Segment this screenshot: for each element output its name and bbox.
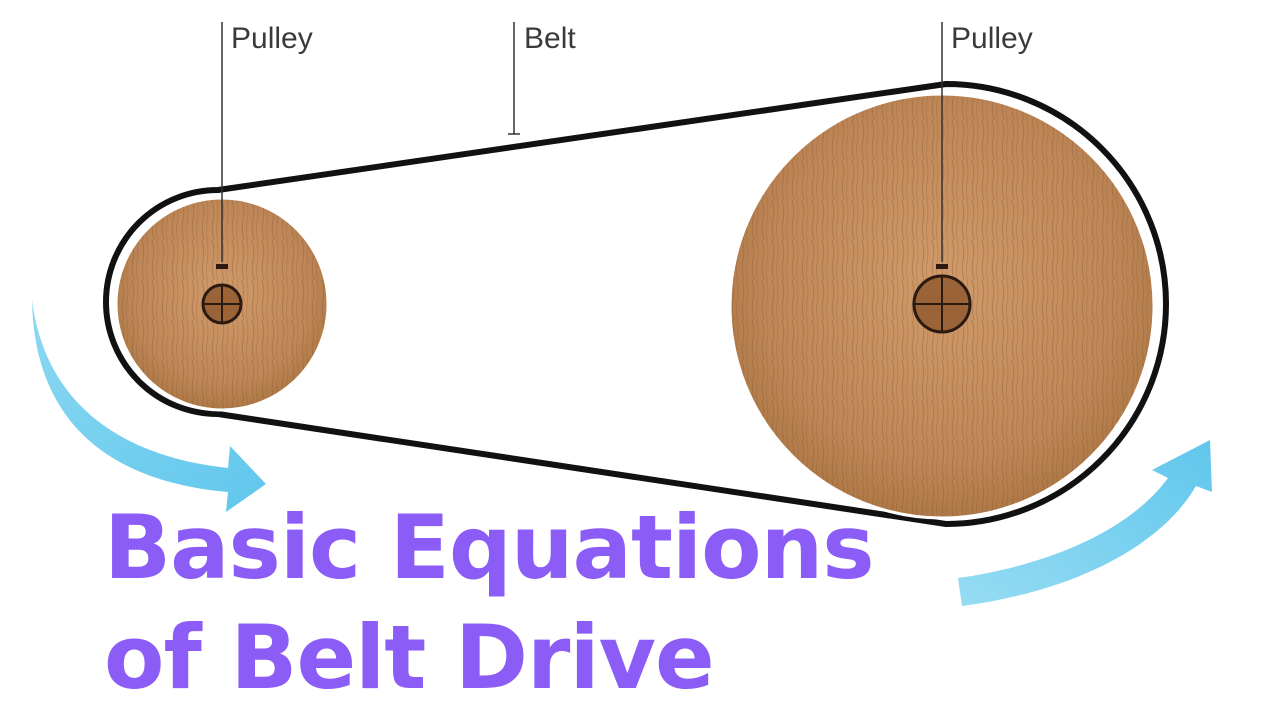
belt-label: Belt [524, 22, 576, 55]
title-line-2: of Belt Drive [104, 606, 715, 709]
right-rotation-arrow-icon [958, 440, 1212, 606]
title-line-1: Basic Equations [104, 496, 875, 599]
pulley-right-label: Pulley [951, 22, 1033, 55]
belt [103, 81, 1169, 527]
pulley-left-axle-icon [201, 264, 243, 325]
pulley-left-label: Pulley [231, 22, 313, 55]
left-rotation-arrow-icon [32, 300, 266, 512]
pulley-right-axle-icon [912, 264, 972, 334]
